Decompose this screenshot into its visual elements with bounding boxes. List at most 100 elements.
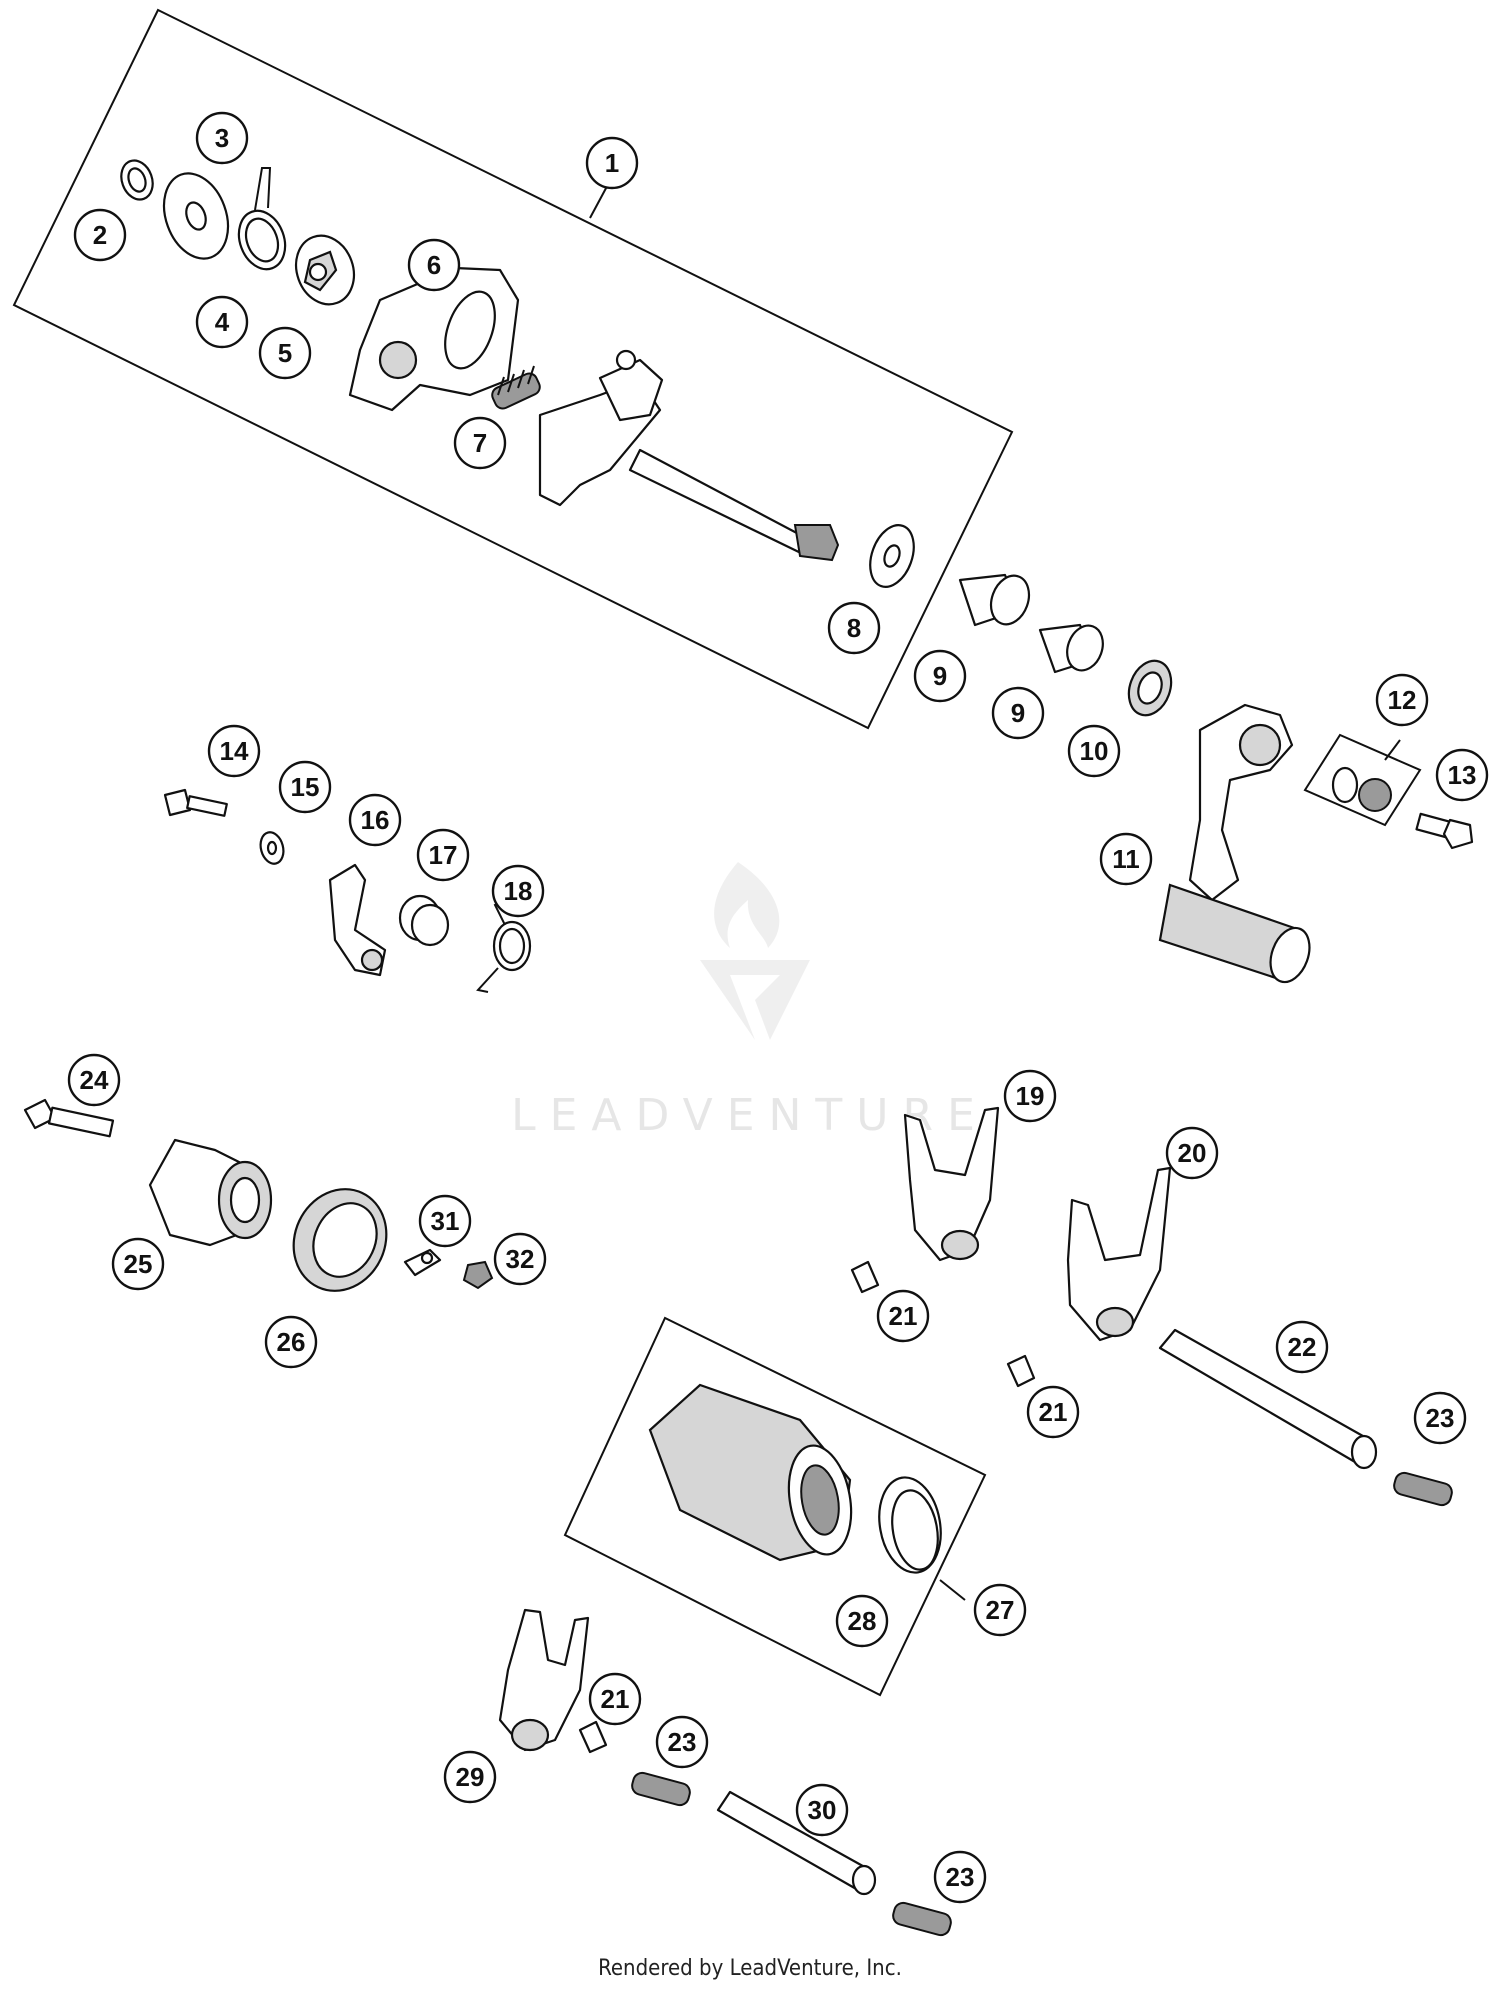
callout-7[interactable]: 7 <box>453 416 507 470</box>
svg-text:14: 14 <box>220 736 249 766</box>
svg-text:21: 21 <box>1039 1397 1068 1427</box>
callout-15[interactable]: 15 <box>278 760 332 814</box>
part-locking-lever-16 <box>328 863 387 977</box>
svg-text:31: 31 <box>431 1206 460 1236</box>
svg-text:7: 7 <box>473 428 487 458</box>
part-shift-plate <box>348 266 520 412</box>
callout-23a[interactable]: 23 <box>1413 1391 1467 1445</box>
part-shift-drum-27 <box>648 1383 853 1562</box>
callout-16[interactable]: 16 <box>348 793 402 847</box>
part-shift-fork-29 <box>498 1608 590 1752</box>
svg-text:29: 29 <box>456 1762 485 1792</box>
svg-text:1: 1 <box>605 148 619 178</box>
svg-text:13: 13 <box>1448 760 1477 790</box>
part-compression-spring <box>491 365 541 410</box>
part-bushing-a <box>958 573 1031 627</box>
svg-text:21: 21 <box>889 1301 918 1331</box>
svg-text:30: 30 <box>808 1795 837 1825</box>
callout-6[interactable]: 6 <box>407 238 461 292</box>
callout-32[interactable]: 32 <box>493 1232 547 1286</box>
part-stop-plate-31 <box>403 1248 442 1277</box>
part-bearing-26 <box>292 1188 388 1292</box>
callout-5[interactable]: 5 <box>258 326 312 380</box>
part-guide-pin-21a <box>850 1260 880 1294</box>
callout-25[interactable]: 25 <box>111 1237 165 1291</box>
callout-3[interactable]: 3 <box>195 111 249 165</box>
callout-26[interactable]: 26 <box>264 1315 318 1369</box>
callout-22[interactable]: 22 <box>1275 1320 1329 1374</box>
svg-text:11: 11 <box>1112 844 1140 874</box>
svg-text:6: 6 <box>427 250 441 280</box>
callout-8[interactable]: 8 <box>827 601 881 655</box>
svg-text:24: 24 <box>80 1065 109 1095</box>
callout-24[interactable]: 24 <box>67 1053 121 1107</box>
callout-27[interactable]: 27 <box>973 1583 1027 1637</box>
callout-30[interactable]: 30 <box>795 1783 849 1837</box>
part-shift-fork-19 <box>903 1106 1000 1262</box>
part-lever-bolt <box>1415 812 1474 850</box>
part-shift-lever-roller <box>294 234 356 306</box>
callout-21a[interactable]: 21 <box>876 1289 930 1343</box>
callout-4[interactable]: 4 <box>195 295 249 349</box>
callout-21c[interactable]: 21 <box>588 1672 642 1726</box>
callout-13[interactable]: 13 <box>1435 748 1489 802</box>
svg-text:22: 22 <box>1288 1332 1317 1362</box>
part-bushing-b <box>1038 623 1104 674</box>
assembly-box-shift-drum <box>563 1316 987 1697</box>
part-shift-drum-locating-25 <box>148 1138 273 1247</box>
part-spring-23b <box>631 1771 691 1807</box>
callout-29[interactable]: 29 <box>443 1750 497 1804</box>
part-spring-23c <box>892 1901 952 1937</box>
svg-text:4: 4 <box>215 307 230 337</box>
part-washer <box>162 172 230 260</box>
svg-text:16: 16 <box>361 805 390 835</box>
part-torsion-spring <box>237 167 287 271</box>
svg-text:19: 19 <box>1016 1081 1045 1111</box>
callout-11[interactable]: 11 <box>1099 832 1153 886</box>
callout-14[interactable]: 14 <box>207 724 261 778</box>
part-bearing-28 <box>878 1476 942 1574</box>
callout-10[interactable]: 10 <box>1067 724 1121 778</box>
part-bearing-kit <box>1331 766 1392 812</box>
svg-text:8: 8 <box>847 613 861 643</box>
svg-text:26: 26 <box>277 1327 306 1357</box>
part-shift-rail-22 <box>1158 1328 1378 1470</box>
part-washer-shaft <box>869 524 915 588</box>
svg-text:28: 28 <box>848 1606 877 1636</box>
callout-9a[interactable]: 9 <box>913 649 967 703</box>
callout-21b[interactable]: 21 <box>1026 1385 1080 1439</box>
part-shaft-seal <box>1127 659 1173 717</box>
callout-9b[interactable]: 9 <box>991 686 1045 740</box>
svg-text:23: 23 <box>946 1862 975 1892</box>
watermark-flame-icon <box>714 862 780 948</box>
footer-credit: Rendered by LeadVenture, Inc. <box>598 1956 902 1981</box>
callout-18[interactable]: 18 <box>491 864 545 918</box>
part-bolt-14 <box>163 788 228 817</box>
part-spring-23a <box>1393 1471 1453 1507</box>
svg-text:23: 23 <box>1426 1403 1455 1433</box>
svg-text:32: 32 <box>506 1244 535 1274</box>
callout-12[interactable]: 12 <box>1375 673 1429 727</box>
svg-text:27: 27 <box>986 1595 1015 1625</box>
part-shift-rail-30 <box>716 1790 877 1896</box>
callout-28[interactable]: 28 <box>835 1594 889 1648</box>
assembly-box-shift-shaft <box>12 8 1014 730</box>
part-shift-fork-20 <box>1066 1166 1172 1342</box>
callout-17[interactable]: 17 <box>416 828 470 882</box>
watermark-chevron-icon <box>700 960 810 1040</box>
part-shift-lever <box>1158 703 1311 984</box>
callout-23b[interactable]: 23 <box>655 1715 709 1769</box>
callout-23c[interactable]: 23 <box>933 1850 987 1904</box>
callout-31[interactable]: 31 <box>418 1194 472 1248</box>
svg-text:15: 15 <box>291 772 320 802</box>
svg-text:10: 10 <box>1080 736 1109 766</box>
callout-20[interactable]: 20 <box>1165 1126 1219 1180</box>
svg-text:20: 20 <box>1178 1138 1207 1168</box>
callout-1[interactable]: 1 <box>585 136 639 190</box>
part-circlip <box>120 159 154 201</box>
svg-text:25: 25 <box>124 1249 153 1279</box>
callout-2[interactable]: 2 <box>73 208 127 262</box>
callout-19[interactable]: 19 <box>1003 1069 1057 1123</box>
part-guide-pin-21c <box>578 1720 608 1754</box>
